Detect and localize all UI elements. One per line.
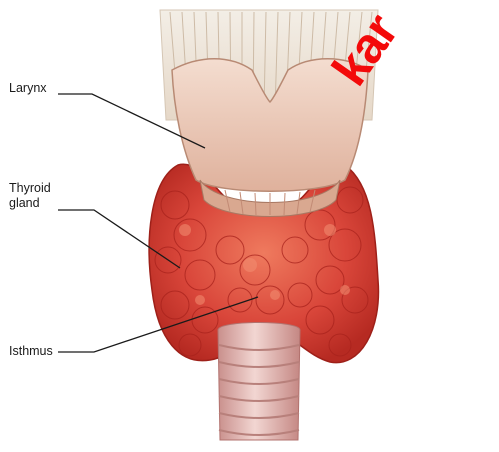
larynx-label: Larynx xyxy=(9,81,47,96)
trachea-shape xyxy=(218,323,300,441)
thyroid-gland-label: Thyroid gland xyxy=(9,181,51,211)
isthmus-label: Isthmus xyxy=(9,344,53,359)
